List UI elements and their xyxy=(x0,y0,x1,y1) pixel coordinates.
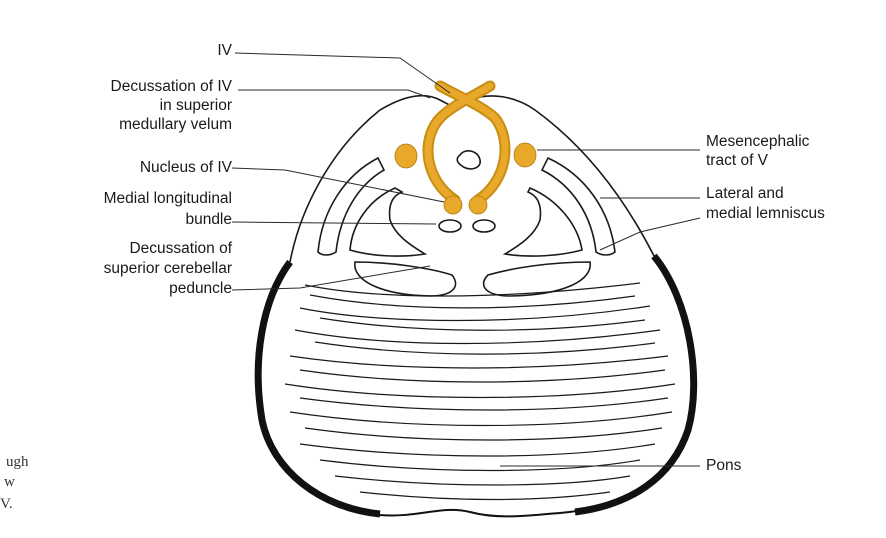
leader-lemniscus-2 xyxy=(600,218,700,250)
label-nucleus-iv: Nucleus of IV xyxy=(140,159,233,176)
label-decussation-iv-line3: medullary velum xyxy=(119,116,232,133)
caption-fragment-1: ugh xyxy=(6,454,29,470)
left-nucleus-iv xyxy=(444,196,462,214)
label-iv: IV xyxy=(217,42,232,59)
label-lemniscus-line2: medial lemniscus xyxy=(706,205,825,222)
label-mesencephalic-line2: tract of V xyxy=(706,152,769,169)
right-inner-contour xyxy=(505,188,582,256)
leader-mlf xyxy=(232,222,436,224)
right-mesencephalic-tract xyxy=(514,143,536,167)
pons-outer-outline xyxy=(258,255,694,516)
left-mlf xyxy=(439,220,461,232)
label-dscp-line2: superior cerebellar xyxy=(104,260,232,277)
trochlear-nerve xyxy=(428,86,505,200)
label-mlf-line1: Medial longitudinal xyxy=(104,190,232,207)
label-decussation-iv-line2: in superior xyxy=(160,97,232,114)
leader-iv xyxy=(235,53,450,93)
label-lemniscus-line1: Lateral and xyxy=(706,185,784,202)
tegmentum-outline xyxy=(290,96,654,262)
label-mlf-line2: bundle xyxy=(185,211,232,228)
caption-fragment-2: w xyxy=(4,474,15,490)
label-dscp-line1: Decussation of xyxy=(129,240,232,257)
leader-nucleus-iv xyxy=(232,168,444,202)
label-mesencephalic-line1: Mesencephalic xyxy=(706,133,810,150)
right-lemniscus-contour xyxy=(542,158,615,255)
left-inner-contour xyxy=(350,188,425,256)
leader-decussation-iv xyxy=(238,90,430,98)
caption-fragment-3: V. xyxy=(0,496,13,512)
label-pons: Pons xyxy=(706,457,742,474)
right-nucleus-iv xyxy=(469,196,487,214)
right-mlf xyxy=(473,220,495,232)
label-decussation-iv-line1: Decussation of IV xyxy=(111,78,233,95)
left-mesencephalic-tract xyxy=(395,144,417,168)
label-dscp-line3: peduncle xyxy=(169,280,232,297)
cerebral-aqueduct xyxy=(457,151,480,169)
